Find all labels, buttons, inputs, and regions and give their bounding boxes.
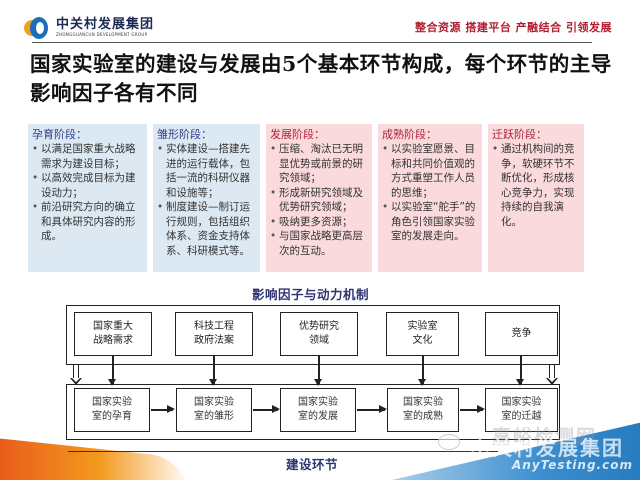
stage-columns: 孕育阶段： 以满足国家重大战略需求为建设目标； 以高效完成目标为建设动力； 前沿… [28, 124, 584, 272]
stage-bullet: 形成新研究领域及优势研究领域； [270, 186, 368, 215]
stage-column-development: 发展阶段： 压缩、淘汰已无明显优势或前景的研究领域； 形成新研究领域及优势研究领… [266, 124, 372, 272]
factor-box: 竞争 [485, 312, 558, 356]
stage-heading: 成熟阶段： [382, 128, 437, 141]
watermark-site-cn: 嘉峪检测网 [492, 426, 598, 448]
logo-name-cn: 中关村发展集团 [56, 17, 155, 32]
diagram-title: 影响因子与动力机制 [252, 287, 370, 302]
stage-column-leap: 迁跃阶段： 通过机构间的竞争，软硬环节不断优化，形成核心竞争力，实现持续的自我演… [488, 124, 584, 272]
logo-icon [24, 17, 50, 39]
slide-title: 国家实验室的建设与发展由5个基本环节构成，每个环节的主导影响因子各有不同 [30, 52, 612, 105]
stage-box: 国家实验 室的雏形 [176, 388, 252, 432]
stage-heading: 迁跃阶段： [492, 128, 547, 141]
factors-frame [66, 305, 560, 365]
stage-bullet: 通过机构间的竞争，软硬环节不断优化，形成核心竞争力，实现持续的自我演化。 [492, 142, 580, 229]
bottom-divider [68, 451, 498, 452]
right-arrow-icon [460, 406, 485, 412]
stage-bullet: 以满足国家重大战略需求为建设目标； [32, 142, 143, 171]
stage-bullet: 压缩、淘汰已无明显优势或前景的研究领域； [270, 142, 368, 186]
stage-box: 国家实验 室的成熟 [387, 388, 459, 432]
right-arrow-icon [151, 406, 175, 412]
hollow-down-arrow-icon [546, 365, 558, 385]
down-arrow-icon [517, 356, 523, 386]
stage-column-prototype: 雏形阶段： 实体建设—搭建先进的运行载体，包括一流的科研仪器和设施等； 制度建设… [153, 124, 260, 272]
factor-box: 实验室 文化 [386, 312, 459, 356]
stage-heading: 雏形阶段： [157, 128, 212, 141]
stage-bullet: 以实验室“舵手”的角色引领国家实验室的发展走向。 [382, 200, 478, 244]
factor-box: 国家重大 战略需求 [74, 312, 152, 356]
stages-frame [66, 384, 560, 440]
stage-column-incubation: 孕育阶段： 以满足国家重大战略需求为建设目标； 以高效完成目标为建设动力； 前沿… [28, 124, 147, 272]
stage-box: 国家实验 室的孕育 [74, 388, 150, 432]
stage-bullet: 与国家战略更高层次的互动。 [270, 229, 368, 258]
factor-box: 优势研究 领域 [280, 312, 358, 356]
stage-bullet: 制度建设—制订运行规则，包括组织体系、资金支持体系、科研模式等。 [157, 200, 256, 258]
stage-bullet: 前沿研究方向的确立和具体研究内容的形成。 [32, 200, 143, 244]
slogan: 整合资源 搭建平台 产融结合 引领发展 [415, 21, 612, 34]
stage-column-maturity: 成熟阶段： 以实验室愿景、目标和共同价值观的方式重塑工作人员的思维； 以实验室“… [378, 124, 482, 272]
watermark-site: AnyTesting.com [512, 458, 633, 472]
right-arrow-icon [357, 406, 387, 412]
hollow-down-arrow-icon [70, 365, 82, 385]
stage-box: 国家实验 室的迁越 [485, 388, 558, 432]
logo-name-en: ZHONGGUANCUN DEVELOPMENT GROUP [56, 32, 148, 37]
stage-box: 国家实验 室的发展 [280, 388, 356, 432]
stage-bullet: 以实验室愿景、目标和共同价值观的方式重塑工作人员的思维； [382, 142, 478, 200]
wechat-icon [438, 434, 460, 450]
company-logo: 中关村发展集团 ZHONGGUANCUN DEVELOPMENT GROUP [24, 17, 154, 39]
stage-heading: 发展阶段： [270, 128, 325, 141]
stage-bullet: 吸纳更多资源； [270, 215, 368, 230]
watermark-text: 中关村发展集团 [470, 436, 624, 460]
factor-box: 科技工程 政府法案 [175, 312, 253, 356]
construction-stages-label: 建设环节 [286, 457, 339, 472]
header-divider [32, 42, 592, 43]
stage-bullet: 实体建设—搭建先进的运行载体，包括一流的科研仪器和设施等； [157, 142, 256, 200]
down-arrow-icon [109, 356, 115, 386]
right-arrow-icon [253, 406, 280, 412]
stage-bullet: 以高效完成目标为建设动力； [32, 171, 143, 200]
down-arrow-icon [419, 356, 425, 386]
down-arrow-icon [210, 356, 216, 386]
stage-heading: 孕育阶段： [32, 128, 87, 141]
decorative-swoosh-orange [0, 437, 190, 480]
down-arrow-icon [315, 356, 321, 386]
